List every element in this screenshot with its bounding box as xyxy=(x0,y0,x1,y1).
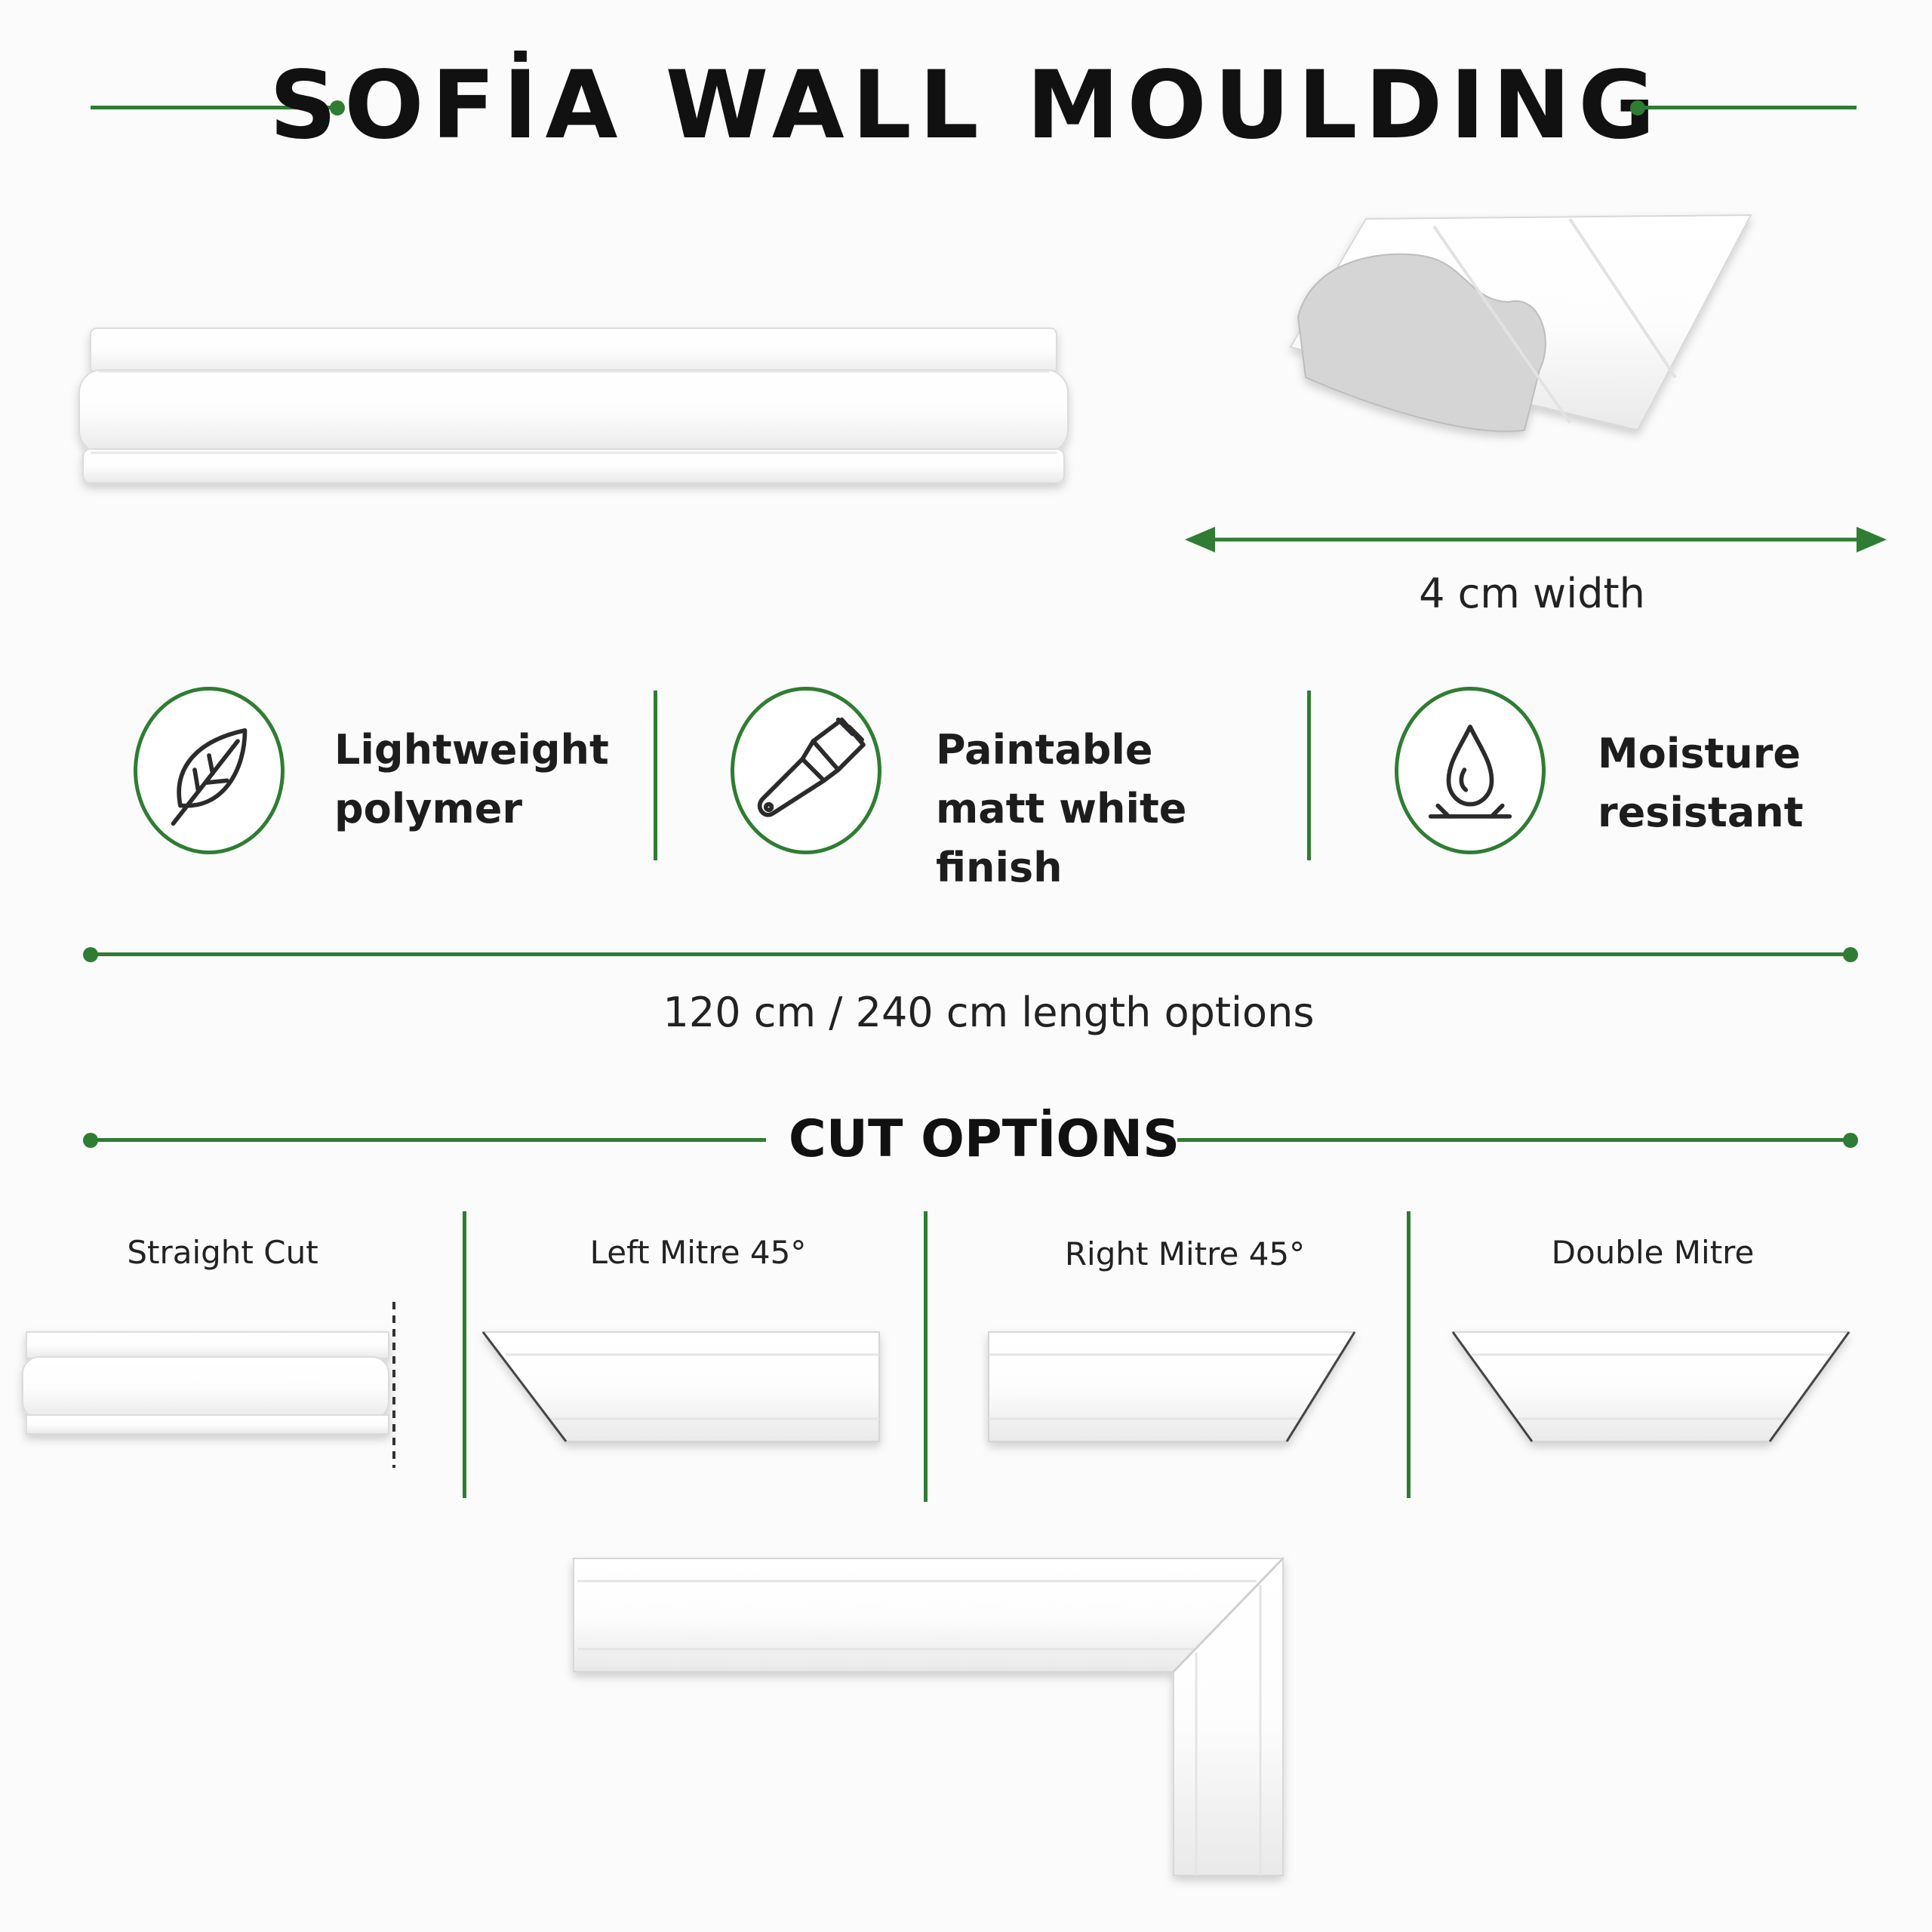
leaf-icon xyxy=(171,728,248,826)
cut-left-rule xyxy=(91,1138,766,1142)
title-left-dot xyxy=(330,100,345,115)
straight-cut-moulding xyxy=(22,1302,395,1468)
corner-assembly-moulding xyxy=(573,1556,1285,1876)
feature-label-lightweight: Lightweight polymer xyxy=(334,726,609,832)
cut-label-straight: Straight Cut xyxy=(127,1234,318,1271)
cut-divider-1 xyxy=(463,1211,466,1498)
length-right-dot xyxy=(1843,947,1858,962)
title-left-rule xyxy=(91,106,340,109)
feature-lightweight xyxy=(134,687,285,854)
cut-label-left-mitre: Left Mitre 45° xyxy=(589,1234,807,1271)
cut-right-dot xyxy=(1843,1133,1858,1148)
feature-paintable xyxy=(731,687,881,854)
double-mitre-moulding xyxy=(1451,1331,1850,1442)
feature-label-paintable: Paintable matt white finish xyxy=(936,726,1187,891)
cut-label-double-mitre: Double Mitre xyxy=(1551,1234,1755,1271)
paintbrush-icon xyxy=(757,717,866,817)
feature-divider-1 xyxy=(654,691,657,860)
width-arrow xyxy=(1185,527,1887,552)
cut-options-title: CUT OPTİONS xyxy=(766,1106,1202,1174)
cut-divider-3 xyxy=(1407,1211,1411,1498)
feature-divider-2 xyxy=(1307,691,1311,860)
feature-label-moisture: Moisture resistant xyxy=(1598,730,1804,836)
title-right-rule xyxy=(1638,106,1857,109)
width-label: 4 cm width xyxy=(1419,570,1645,617)
length-line xyxy=(91,952,1849,956)
cut-label-right-mitre: Right Mitre 45° xyxy=(1064,1235,1306,1272)
cut-right-rule xyxy=(1177,1138,1849,1142)
moulding-profile-view xyxy=(1289,214,1752,432)
right-mitre-moulding xyxy=(988,1331,1356,1442)
page-title: SOFİA WALL MOULDING xyxy=(269,51,1663,160)
length-label: 120 cm / 240 cm length options xyxy=(663,989,1315,1036)
moulding-side-view xyxy=(78,328,1069,484)
cut-divider-2 xyxy=(924,1211,928,1502)
water-drop-icon xyxy=(1428,724,1512,819)
feature-moisture xyxy=(1395,687,1546,854)
left-mitre-moulding xyxy=(481,1331,880,1442)
